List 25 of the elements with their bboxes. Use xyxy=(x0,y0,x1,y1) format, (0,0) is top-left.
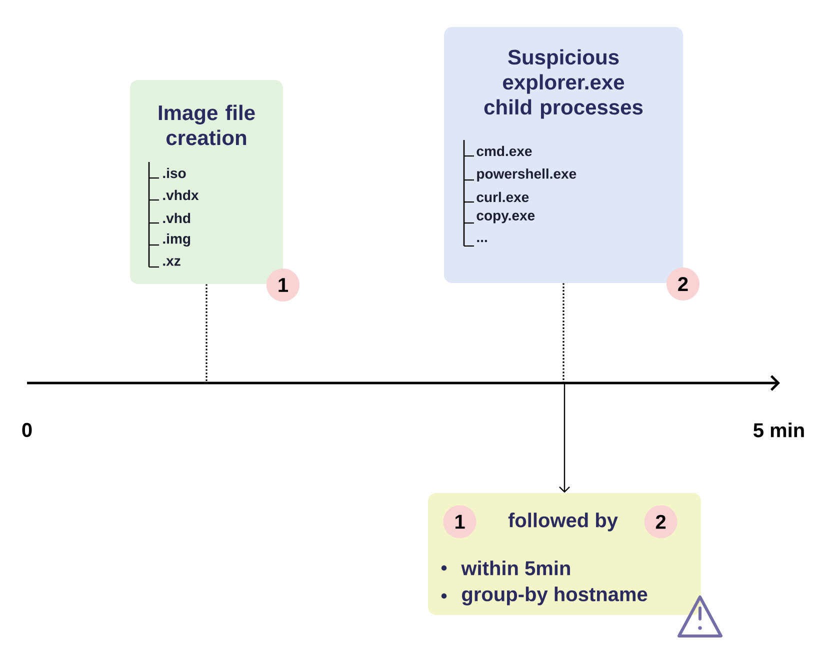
rule-card xyxy=(428,493,701,615)
list-item: .xz xyxy=(163,258,180,266)
card-heading: Suspicious explorer.exe child processes xyxy=(484,49,643,119)
list-item: cmd.exe xyxy=(476,146,532,156)
bullet-item: within 5min xyxy=(441,560,570,576)
rule-heading: followed by xyxy=(508,512,618,532)
number-badge: 2 xyxy=(644,505,678,538)
card-heading: Image file creation xyxy=(158,104,255,146)
connector xyxy=(559,382,570,493)
list-item: powershell.exe xyxy=(477,168,576,182)
number-badge: 2 xyxy=(666,268,700,300)
list-item: .vhd xyxy=(163,212,190,224)
list-item: copy.exe xyxy=(476,212,535,224)
axis-label: 0 xyxy=(22,422,32,438)
list-item: curl.exe xyxy=(476,192,529,202)
list-item: .img xyxy=(163,233,190,247)
list-item: .vhdx xyxy=(163,190,199,200)
connector xyxy=(206,284,208,384)
axis-label: 5 min xyxy=(754,422,804,438)
number-badge: 1 xyxy=(443,505,476,538)
connector xyxy=(562,283,564,382)
bullet-item: group-by hostname xyxy=(441,586,648,606)
list-item: ... xyxy=(477,240,487,242)
list-item: .iso xyxy=(163,168,186,178)
number-badge: 1 xyxy=(266,268,300,302)
